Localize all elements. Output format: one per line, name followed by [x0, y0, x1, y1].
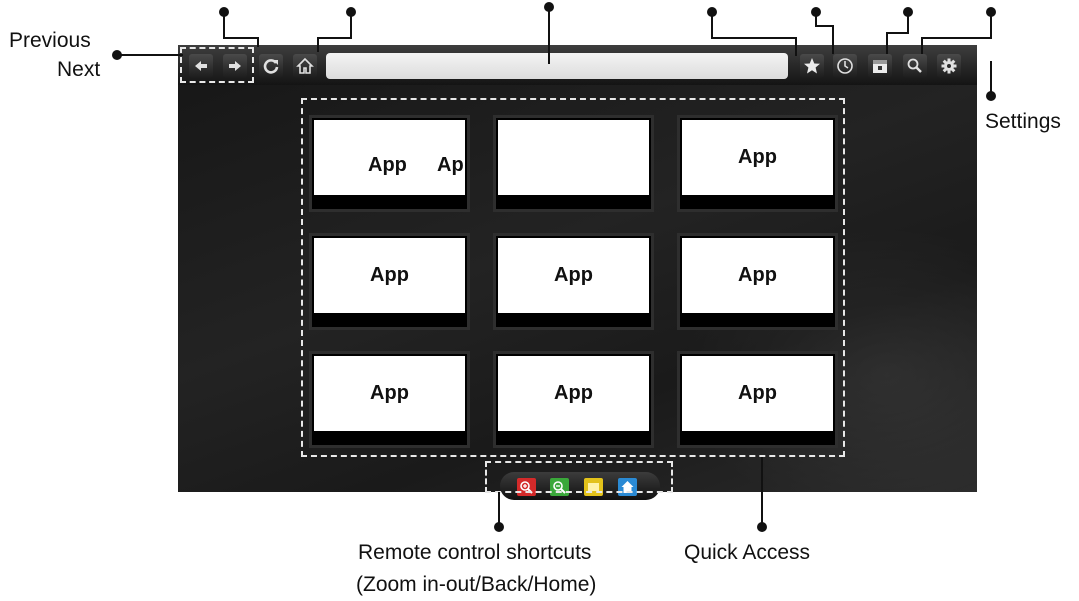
refresh-icon: [263, 59, 279, 74]
app-tile[interactable]: App: [312, 236, 467, 327]
app-tile-label: App: [738, 382, 777, 404]
app-tile-face: App: [314, 238, 465, 313]
app-tile[interactable]: [496, 118, 651, 209]
app-tile-label: App: [554, 264, 593, 286]
prev-next-highlight: [180, 47, 254, 83]
app-tile[interactable]: App: [496, 236, 651, 327]
quick-access-label: Quick Access: [684, 541, 811, 564]
callout-dot: [757, 522, 767, 532]
app-tile[interactable]: App: [496, 354, 651, 445]
gear-icon: [941, 58, 957, 74]
star-icon: [804, 58, 820, 74]
app-tile-label-overflow: Ap: [437, 154, 464, 176]
shortcuts-label-line1: Remote control shortcuts: [358, 541, 592, 564]
calendar-icon: [873, 60, 887, 73]
callout-dot: [811, 7, 821, 17]
app-tile-face: App: [498, 238, 649, 313]
app-tile-face: [498, 120, 649, 195]
callout-dot: [544, 2, 554, 12]
shortcuts-label-line2: (Zoom in-out/Back/Home): [356, 573, 597, 596]
callout-dot: [707, 7, 717, 17]
home-icon: [296, 57, 314, 74]
app-tile-face: App Ap: [314, 120, 465, 195]
app-tile-face: App: [682, 356, 833, 431]
previous-button[interactable]: [189, 54, 213, 78]
app-tile[interactable]: App: [680, 118, 835, 209]
next-label: Next: [57, 58, 101, 81]
search-button[interactable]: [903, 54, 927, 78]
refresh-button[interactable]: [259, 54, 283, 78]
search-icon: [907, 58, 922, 73]
settings-label: Settings: [985, 110, 1061, 133]
app-tile[interactable]: App: [680, 354, 835, 445]
callout-dot: [219, 7, 229, 17]
app-tile[interactable]: App: [680, 236, 835, 327]
app-tile-face: App: [314, 356, 465, 431]
next-button[interactable]: [223, 54, 247, 78]
history-icon: [837, 58, 853, 74]
app-tile-face: App: [682, 120, 833, 195]
bookmarks-button[interactable]: [800, 54, 824, 78]
callout-dot: [112, 50, 122, 60]
callout-dot: [903, 7, 913, 17]
browser-toolbar: [178, 45, 977, 85]
app-tile-label: App: [368, 154, 407, 176]
callout-dot: [346, 7, 356, 17]
home-button[interactable]: [293, 54, 317, 78]
app-tile-face: App: [498, 356, 649, 431]
shortcuts-highlight: [485, 461, 673, 493]
app-tile-label: App: [738, 264, 777, 286]
app-tile[interactable]: App Ap: [312, 118, 467, 209]
app-tile-label: App: [370, 264, 409, 286]
calendar-button[interactable]: [868, 54, 892, 78]
quick-access-highlight: [301, 98, 845, 457]
url-bar[interactable]: [326, 53, 788, 79]
callout-dot: [494, 522, 504, 532]
app-tile-label: App: [554, 382, 593, 404]
previous-label: Previous: [9, 29, 91, 52]
callout-dot: [986, 7, 996, 17]
settings-button[interactable]: [937, 54, 961, 78]
arrow-right-icon: [229, 61, 241, 71]
app-tile-label: App: [370, 382, 409, 404]
callout-dot: [986, 91, 996, 101]
history-button[interactable]: [833, 54, 857, 78]
arrow-left-icon: [195, 61, 207, 71]
app-tile-label: App: [738, 146, 777, 168]
app-tile-face: App: [682, 238, 833, 313]
app-tile[interactable]: App: [312, 354, 467, 445]
